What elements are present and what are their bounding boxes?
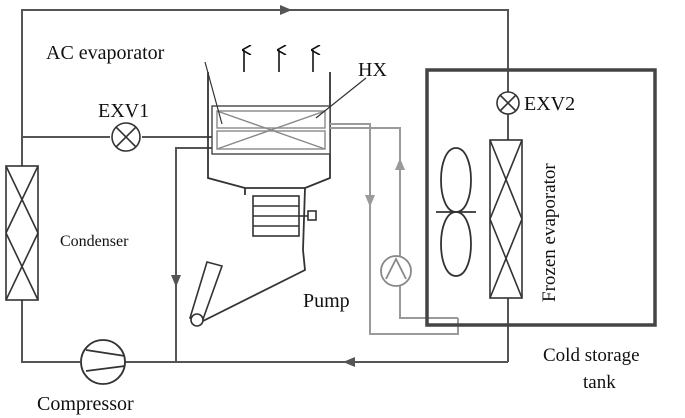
airflow-arrows	[244, 50, 313, 72]
label-hx: HX	[358, 59, 387, 81]
label-frozen-evaporator: Frozen evaporator	[539, 163, 560, 302]
compressor	[80, 339, 126, 385]
condenser	[5, 165, 39, 301]
ac-evaporator-hx-coil	[211, 105, 331, 155]
exv1-valve	[111, 122, 141, 152]
exv2-valve	[496, 91, 520, 115]
label-exv2: EXV2	[524, 93, 575, 115]
label-cold-storage-tank-line1: Cold storage	[543, 345, 640, 366]
label-compressor: Compressor	[37, 393, 134, 415]
label-pump: Pump	[303, 290, 350, 312]
pump	[380, 255, 412, 287]
label-cold-storage-tank-line2: tank	[583, 372, 616, 393]
damper-flap	[189, 261, 224, 327]
label-exv1: EXV1	[98, 100, 149, 122]
frozen-evaporator-coil	[489, 139, 523, 299]
frozen-evaporator-fan	[436, 147, 476, 277]
leader-lines	[204, 61, 367, 125]
ac-evaporator-housing	[194, 72, 331, 326]
label-ac-evaporator: AC evaporator	[46, 42, 165, 64]
blower-fan	[252, 195, 317, 237]
cold-storage-tank	[425, 68, 657, 327]
label-condenser: Condenser	[60, 233, 129, 250]
